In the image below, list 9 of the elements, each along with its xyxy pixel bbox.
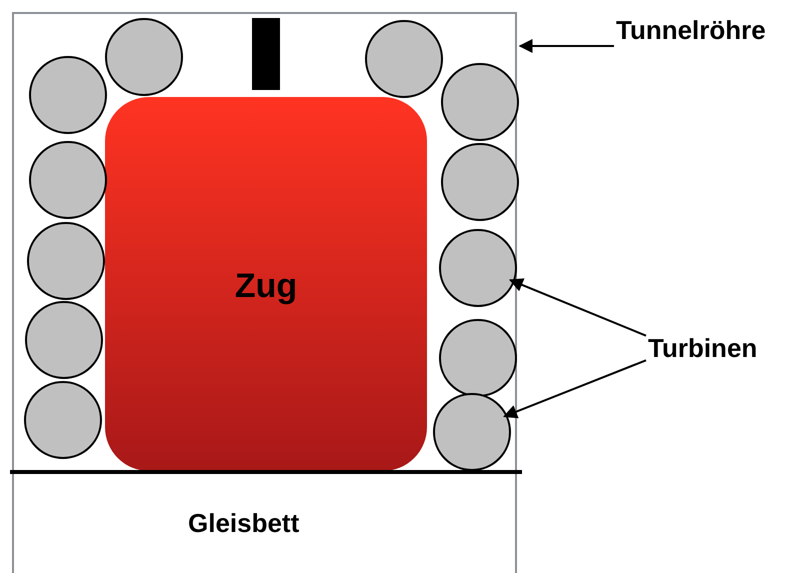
tunnel-outline	[12, 12, 517, 573]
train-body	[105, 97, 427, 471]
leader-arrow	[508, 278, 646, 337]
section-label: Gleisbett	[188, 508, 300, 539]
callout-label: Turbinen	[648, 332, 758, 364]
leader-arrow	[518, 39, 614, 53]
train-label: Zug	[234, 266, 298, 306]
callout-label: Tunnelröhre	[616, 14, 766, 46]
leader-arrow	[503, 359, 646, 418]
